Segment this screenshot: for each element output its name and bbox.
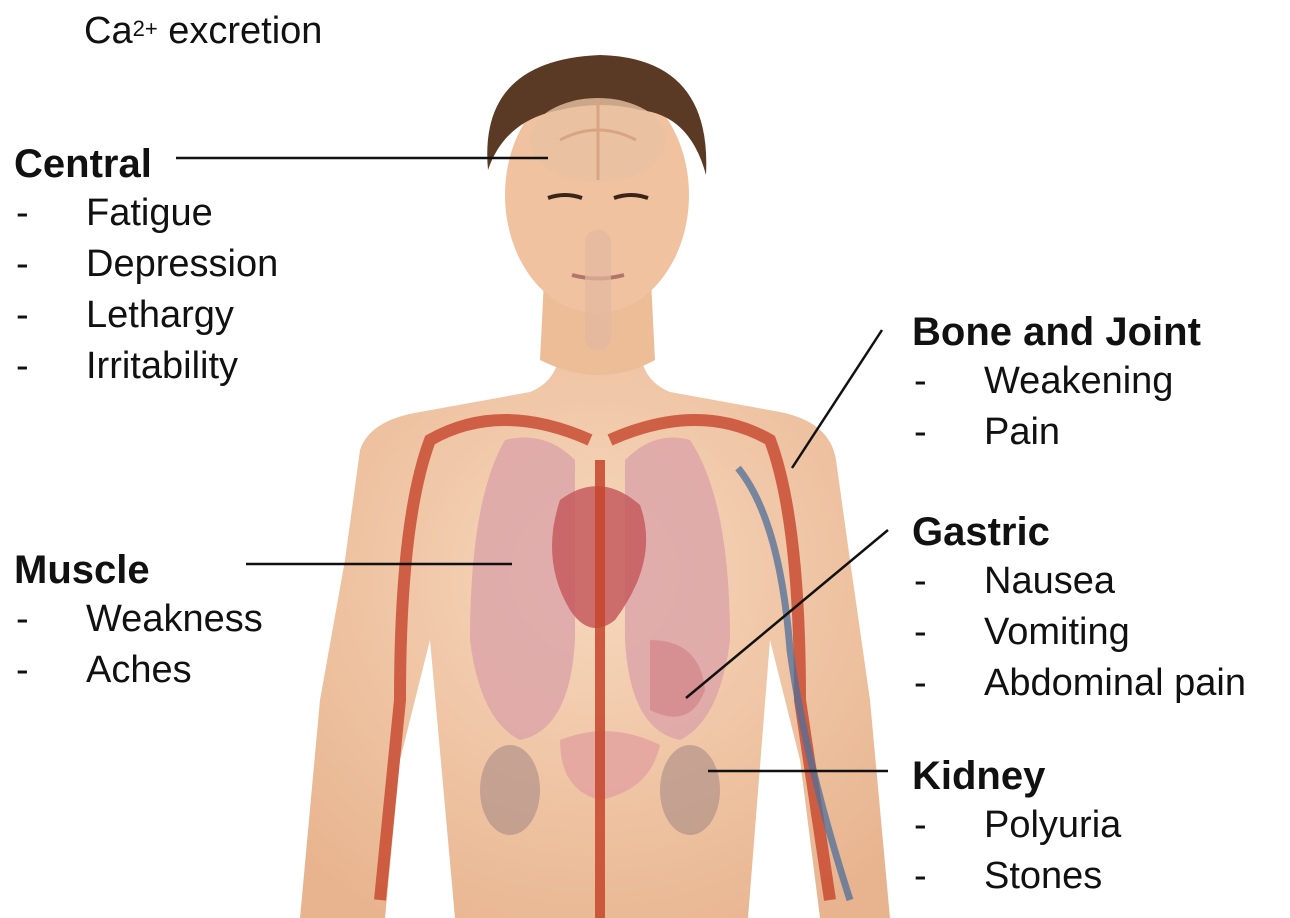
list-item-text: Weakness bbox=[86, 598, 263, 640]
list-item: - Polyuria bbox=[912, 800, 1121, 851]
group-title: Gastric bbox=[912, 510, 1050, 554]
bullet-dash: - bbox=[914, 560, 927, 602]
list-item-text: Weakening bbox=[984, 360, 1174, 402]
list-item-text: Stones bbox=[984, 855, 1103, 897]
list-item: - Lethargy bbox=[14, 290, 278, 341]
list-item: - Depression bbox=[14, 239, 278, 290]
bullet-dash: - bbox=[16, 243, 29, 285]
list-item: - Pain bbox=[912, 407, 1201, 458]
bullet-dash: - bbox=[16, 192, 29, 234]
list-item-text: Abdominal pain bbox=[984, 662, 1246, 704]
caption-suffix: excretion bbox=[157, 10, 323, 52]
list-item-text: Irritability bbox=[86, 345, 239, 387]
group-title: Bone and Joint bbox=[912, 310, 1201, 354]
bullet-dash: - bbox=[16, 598, 29, 640]
list-item: - Abdominal pain bbox=[912, 658, 1246, 709]
group-title: Kidney bbox=[912, 754, 1046, 798]
right-arm-artery bbox=[607, 414, 836, 901]
list-item-text: Polyuria bbox=[984, 804, 1122, 846]
bullet-dash: - bbox=[914, 804, 927, 846]
group-central: Central - Fatigue - Depression - Lethargy -… bbox=[14, 140, 278, 392]
caption-prefix: Ca bbox=[84, 10, 133, 52]
spine-overlay bbox=[585, 230, 611, 350]
right-arm-vein bbox=[735, 465, 854, 902]
list-item-text: Lethargy bbox=[86, 294, 234, 336]
list-item-text: Aches bbox=[86, 649, 192, 691]
list-item-text: Fatigue bbox=[86, 192, 213, 234]
list-item-text: Depression bbox=[86, 243, 279, 285]
bullet-dash: - bbox=[914, 662, 927, 704]
top-caption: Ca2+ excretion bbox=[84, 8, 322, 54]
brain-detail bbox=[559, 100, 637, 180]
caption-superscript: 2+ bbox=[132, 16, 158, 41]
bullet-dash: - bbox=[16, 649, 29, 691]
list-item-text: Pain bbox=[984, 411, 1061, 453]
pancreas-organ bbox=[560, 731, 660, 800]
hair-shape bbox=[487, 55, 707, 175]
list-item-text: Nausea bbox=[984, 560, 1115, 602]
group-bone-and-joint: Bone and Joint - Weakening - Pain bbox=[912, 308, 1201, 458]
group-title: Central bbox=[14, 142, 152, 186]
left-kidney bbox=[480, 745, 540, 835]
bullet-dash: - bbox=[914, 411, 927, 453]
group-muscle: Muscle - Weakness - Aches bbox=[14, 546, 263, 696]
stomach-organ bbox=[650, 640, 705, 717]
list-item: - Fatigue bbox=[14, 188, 278, 239]
left-lung bbox=[470, 437, 575, 740]
right-kidney bbox=[660, 745, 720, 835]
bullet-dash: - bbox=[16, 294, 29, 336]
list-item-text: Vomiting bbox=[984, 611, 1130, 653]
list-item: - Weakness bbox=[14, 594, 263, 645]
list-item: - Vomiting bbox=[912, 607, 1246, 658]
left-arm-artery bbox=[374, 414, 593, 901]
eyes-icon bbox=[547, 193, 649, 200]
group-kidney: Kidney - Polyuria - Stones bbox=[912, 752, 1121, 902]
bullet-dash: - bbox=[914, 360, 927, 402]
group-gastric: Gastric - Nausea - Vomiting - Abdominal pai… bbox=[912, 508, 1246, 709]
bullet-dash: - bbox=[16, 345, 29, 387]
list-item: - Irritability bbox=[14, 341, 278, 392]
leader-line-gastric bbox=[685, 529, 889, 699]
list-item: - Weakening bbox=[912, 356, 1201, 407]
group-title: Muscle bbox=[14, 548, 150, 592]
leader-line-bone bbox=[790, 329, 884, 469]
list-item: - Aches bbox=[14, 645, 263, 696]
list-item: - Nausea bbox=[912, 556, 1246, 607]
bullet-dash: - bbox=[914, 611, 927, 653]
list-item: - Stones bbox=[912, 851, 1121, 902]
bullet-dash: - bbox=[914, 855, 927, 897]
